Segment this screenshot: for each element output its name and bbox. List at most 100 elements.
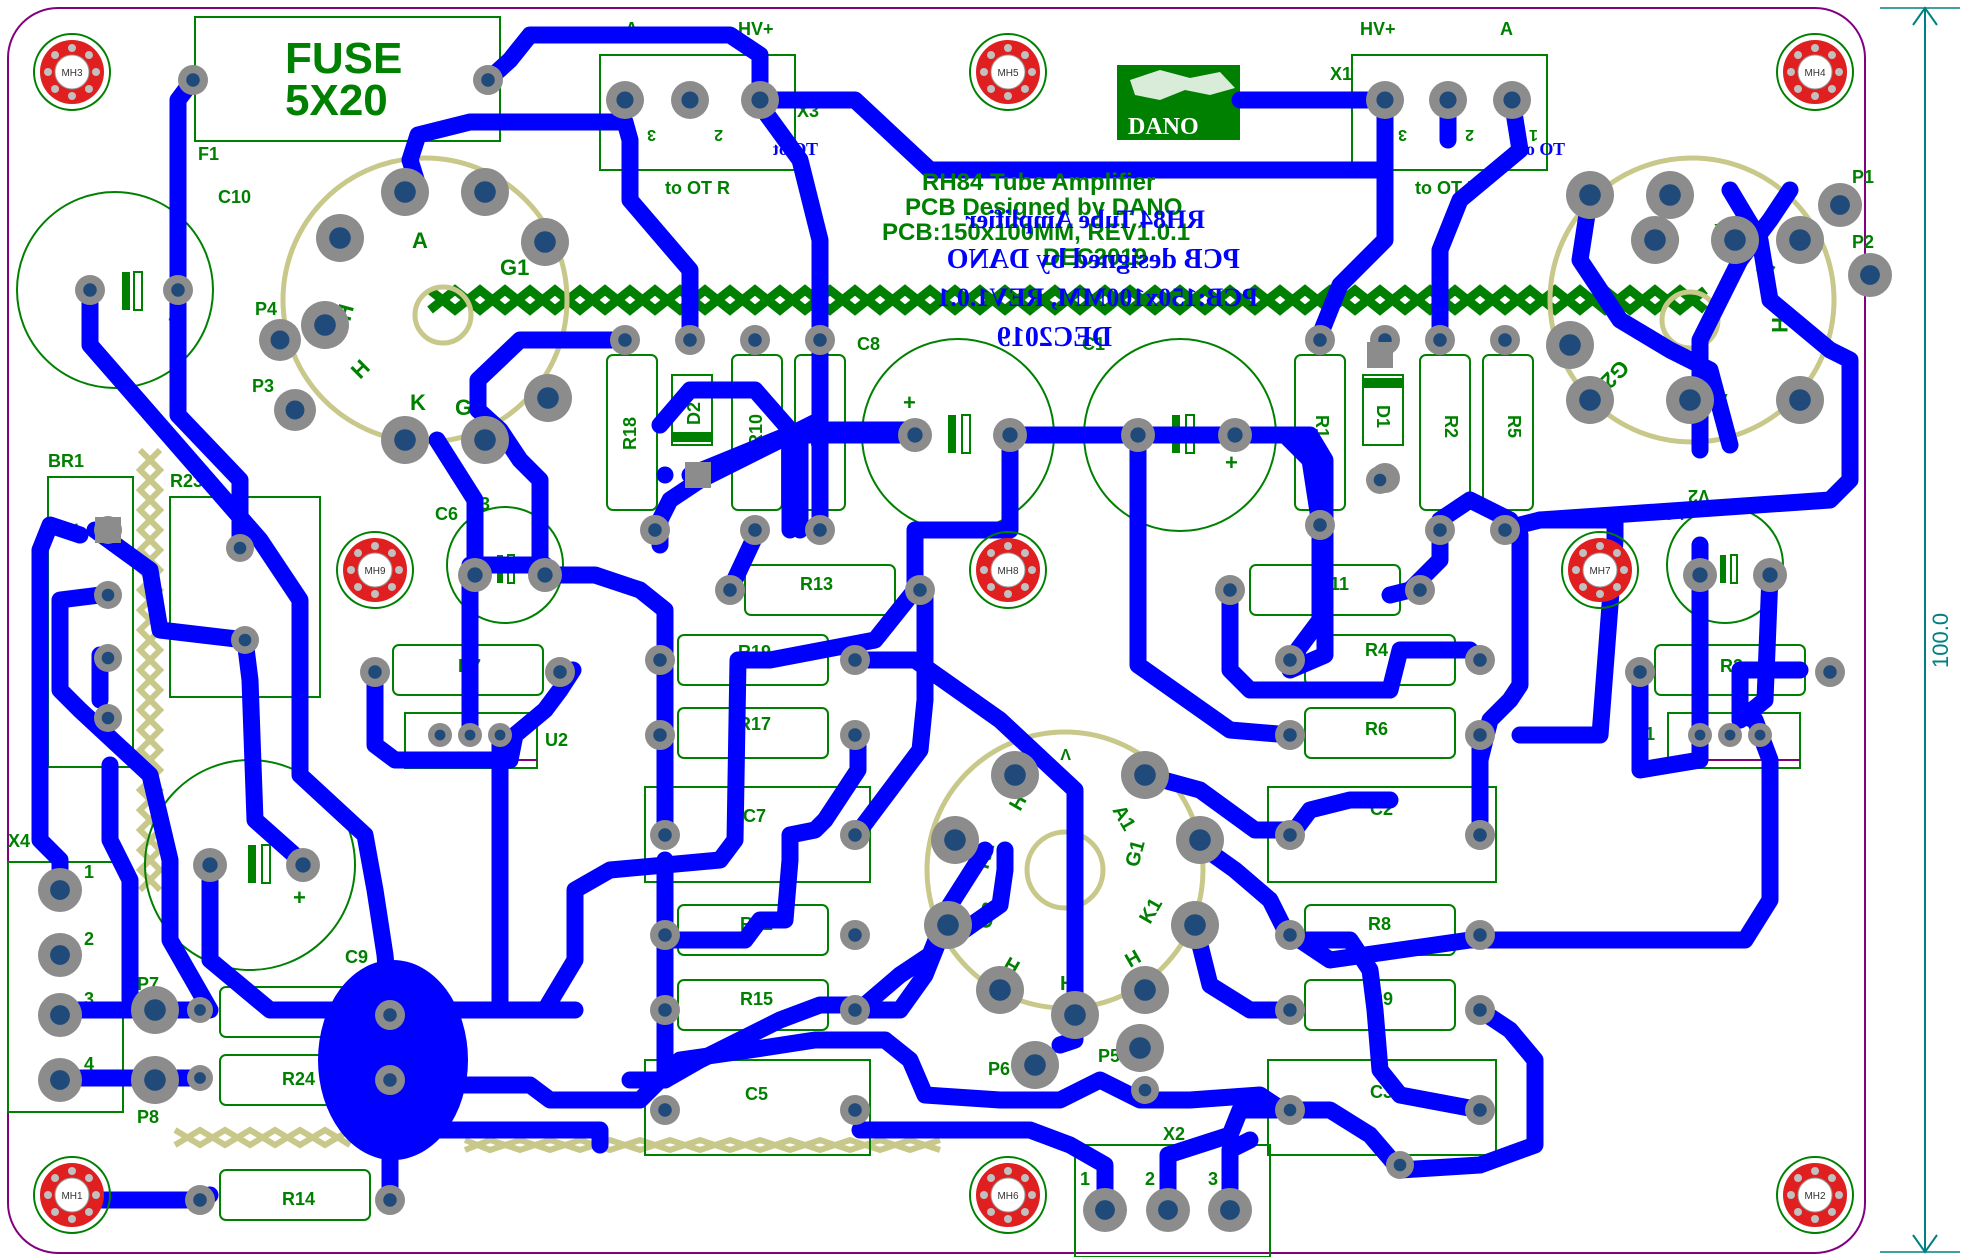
x1-hv-label: HV+ — [1360, 19, 1396, 39]
c8-label: C8 — [857, 334, 880, 354]
pad-drill — [537, 387, 559, 409]
svg-text:3: 3 — [647, 126, 656, 143]
pad-drill — [813, 523, 827, 537]
r13-label: R13 — [800, 574, 833, 594]
pad-drill — [1283, 928, 1297, 942]
r8-label: R8 — [1368, 914, 1391, 934]
pad-drill — [295, 857, 311, 873]
pad-drill — [748, 523, 762, 537]
pad-drill — [1189, 829, 1211, 851]
p3-label: P3 — [252, 376, 274, 396]
x1-ref: X1 — [1330, 64, 1352, 84]
pad-drill — [383, 1073, 397, 1087]
pad-drill — [681, 91, 699, 109]
pad-drill — [1184, 914, 1206, 936]
pad-drill — [144, 999, 166, 1021]
pad-drill — [1095, 1200, 1115, 1220]
pad-drill — [1579, 389, 1601, 411]
pad-drill — [553, 665, 567, 679]
svg-text:1: 1 — [84, 862, 94, 882]
c5-label: C5 — [745, 1084, 768, 1104]
pad-drill — [1220, 1200, 1240, 1220]
pad-drill — [616, 91, 634, 109]
svg-text:DANO: DANO — [1128, 114, 1199, 140]
pad-drill — [1283, 653, 1297, 667]
pad-drill — [394, 181, 416, 203]
br1-label: BR1 — [48, 451, 84, 471]
pad-drill — [1473, 1103, 1487, 1117]
dimension-value: 100.0 — [1928, 613, 1953, 668]
d2-label: D2 — [684, 402, 704, 425]
pad-drill — [537, 567, 553, 583]
svg-text:2: 2 — [84, 929, 94, 949]
mounting-hole: MH2 — [1776, 1156, 1854, 1234]
pad-drill — [368, 665, 382, 679]
pad-drill — [1559, 334, 1581, 356]
pad-drill — [618, 333, 632, 347]
title-line1: RH84 Tube Amplifier — [922, 169, 1155, 196]
pad-drill — [394, 429, 416, 451]
pad-drill — [1692, 567, 1708, 583]
pad-drill — [1283, 1103, 1297, 1117]
r18-label: R18 — [620, 417, 640, 450]
pad-drill — [989, 979, 1011, 1001]
x3-hv-label: HV+ — [738, 19, 774, 39]
square-pad — [685, 462, 711, 488]
mounting-hole: MH6 — [969, 1156, 1047, 1234]
pad-drill — [534, 231, 556, 253]
pad-drill — [1473, 828, 1487, 842]
svg-text:3: 3 — [84, 989, 94, 1009]
pad-drill — [1724, 729, 1736, 741]
pad-drill — [1004, 764, 1026, 786]
pad-drill — [233, 541, 247, 555]
pad-drill — [1762, 567, 1778, 583]
svg-text:K: K — [410, 390, 426, 415]
pad-drill — [1498, 333, 1512, 347]
svg-text:+: + — [903, 390, 916, 415]
mounting-hole-label: MH5 — [997, 68, 1019, 79]
pad-drill — [202, 857, 218, 873]
mirrored-line4: DEC2019 — [997, 322, 1112, 353]
pad-drill — [50, 1005, 70, 1025]
pad-drill — [1679, 389, 1701, 411]
mirrored-line2: PCB designed by DANO — [947, 244, 1240, 275]
r24-label: R24 — [282, 1069, 315, 1089]
pad-drill — [474, 429, 496, 451]
pad-drill — [648, 523, 662, 537]
x1-a-label: A — [1500, 19, 1513, 39]
pad-drill — [1823, 665, 1837, 679]
pad-drill — [848, 828, 862, 842]
pad-drill — [937, 914, 959, 936]
c9-pad-group — [318, 960, 468, 1160]
svg-text:3: 3 — [1208, 1169, 1218, 1189]
pad-drill — [848, 928, 862, 942]
pad-drill — [1134, 764, 1156, 786]
title-line2: PCB Designed by DANO — [905, 194, 1182, 221]
mounting-hole: MH9 — [336, 531, 414, 609]
pad-drill — [1064, 1004, 1086, 1026]
pad-drill — [1579, 184, 1601, 206]
pad-drill — [383, 1193, 397, 1207]
pad-drill — [944, 829, 966, 851]
pad-drill — [1002, 427, 1018, 443]
pad-drill — [848, 728, 862, 742]
pad-drill — [50, 880, 70, 900]
pad-drill — [1473, 1003, 1487, 1017]
svg-text:+: + — [1225, 450, 1238, 475]
pad-drill — [1283, 728, 1297, 742]
svg-text:2: 2 — [1145, 1169, 1155, 1189]
pad-drill — [1313, 333, 1327, 347]
mounting-hole-label: MH8 — [997, 566, 1019, 577]
pad-drill — [1283, 828, 1297, 842]
p6-label: P6 — [988, 1059, 1010, 1079]
r2-label: R2 — [1441, 415, 1461, 438]
c7-label: C7 — [743, 806, 766, 826]
r14-label: R14 — [282, 1189, 315, 1209]
pad-drill — [1644, 229, 1666, 251]
c9-label: C9 — [345, 947, 368, 967]
pad-drill — [1376, 91, 1394, 109]
pad-drill — [1158, 1200, 1178, 1220]
x3-to-label: TO ot — [773, 139, 818, 159]
